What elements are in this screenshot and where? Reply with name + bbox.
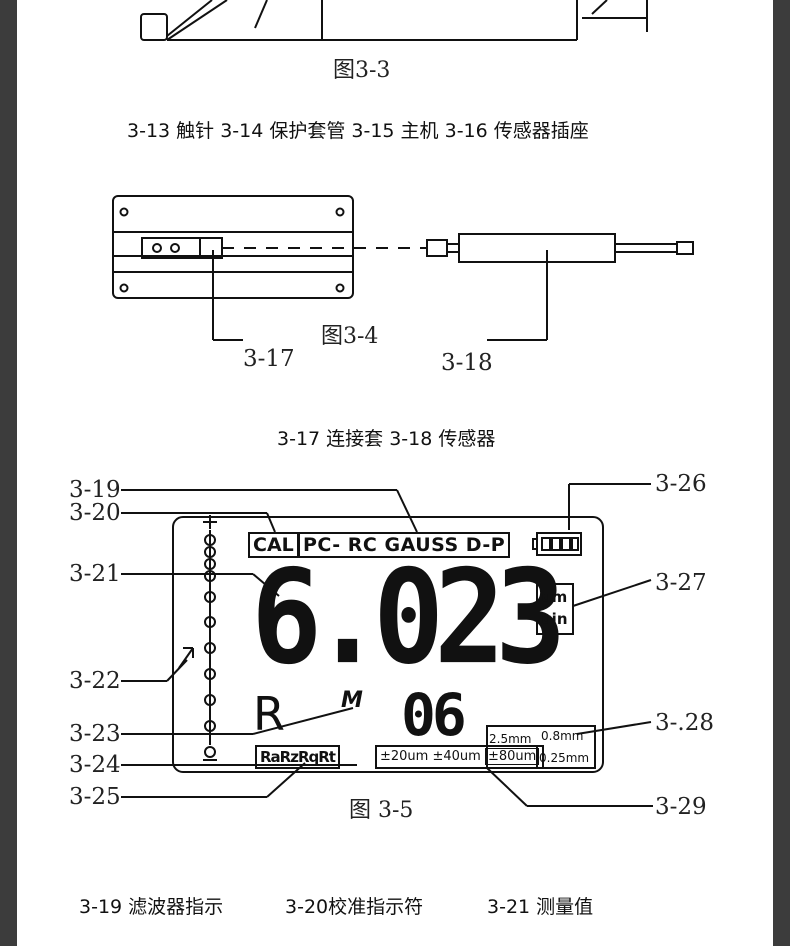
corner-screw-bl — [119, 283, 129, 293]
cutoff-2-5mm: 2.5mm — [489, 732, 532, 746]
callout-3-17: 3-17 — [243, 346, 295, 372]
manual-page: 图3-3 3-13 触针 3-14 保护套管 3-15 主机 3-16 传感器插… — [17, 0, 773, 946]
lcd-frame — [172, 516, 604, 773]
figure-3-4-drawing — [112, 195, 694, 341]
mode-letter: R — [253, 687, 285, 741]
callout-3-26: 3-26 — [655, 471, 707, 497]
legend-line-3-13-to-3-16: 3-13 触针 3-14 保护套管 3-15 主机 3-16 传感器插座 — [127, 120, 589, 142]
stylus-line — [166, 0, 213, 37]
sensor-tip — [676, 241, 694, 255]
mode-symbol: M — [341, 688, 363, 713]
range-40um: ±40um — [432, 749, 481, 764]
leader-3-28 — [576, 721, 652, 735]
unit-uin: uin — [541, 610, 568, 628]
callout-3-22: 3-22 — [69, 668, 121, 694]
leader-3-16 — [591, 0, 608, 15]
cutoff-0-8mm: 0.8mm — [541, 729, 584, 743]
leader-3-29-d — [486, 767, 528, 807]
unit-um: um — [541, 588, 568, 606]
leader-3-19-d — [396, 489, 418, 533]
filter-indicator: PC- RC GAUSS D-P — [298, 532, 511, 558]
callout-3-20: 3-20 — [69, 500, 121, 526]
figure-3-5-caption: 图 3-5 — [349, 798, 414, 823]
callout-3-28: 3-.28 — [655, 710, 714, 736]
callout-3-21: 3-21 — [69, 561, 121, 587]
callout-3-27: 3-27 — [655, 570, 707, 596]
cal-indicator: CAL — [248, 532, 299, 558]
callout-3-23: 3-23 — [69, 721, 121, 747]
measurement-count: 06 — [401, 681, 467, 749]
corner-screw-tr — [335, 207, 345, 217]
screw-left — [152, 243, 162, 253]
screw-right — [170, 243, 180, 253]
callout-3-19: 3-19 — [69, 477, 121, 503]
callout-3-25: 3-25 — [69, 784, 121, 810]
range-20um: ±20um — [380, 749, 429, 764]
leader-3-14 — [254, 0, 268, 29]
figure-3-5-drawing — [121, 483, 653, 807]
callout-3-24: 3-24 — [69, 752, 121, 778]
host-unit-outline — [112, 195, 354, 299]
unit-box — [536, 583, 574, 635]
stylus-line-2 — [166, 0, 228, 41]
battery-icon-terminal — [532, 538, 538, 550]
range-80um: ±80um — [484, 748, 540, 765]
corner-screw-br — [335, 283, 345, 293]
legend-3-20: 3-20校准指示符 — [285, 896, 424, 918]
bar-graph-dots — [204, 534, 216, 758]
leader-3-23-d — [252, 707, 354, 735]
leader-3-27 — [572, 579, 652, 607]
callout-3-18: 3-18 — [441, 350, 493, 376]
legend-3-19: 3-19 滤波器指示 — [79, 896, 224, 918]
callout-3-29: 3-29 — [655, 794, 707, 820]
sensor-body — [458, 233, 616, 263]
battery-icon-cells — [541, 537, 579, 551]
leader-3-20-d — [266, 512, 276, 533]
leader-3-22-d — [166, 659, 188, 682]
cutoff-0-25mm: 0.25mm — [539, 751, 590, 765]
figure-3-4-caption: 图3-4 — [321, 324, 379, 349]
figure-3-3-drawing — [140, 0, 648, 41]
leader-3-21-d — [252, 573, 280, 597]
parameter-indicator: RaRzRqRt — [255, 745, 340, 769]
measurement-value: 6.023 — [251, 541, 566, 693]
stylus-tip-cap — [140, 13, 168, 41]
legend-line-3-17-to-3-18: 3-17 连接套 3-18 传感器 — [277, 428, 496, 450]
range-indicator: ±20um ±40um ±80um — [375, 745, 545, 769]
legend-3-21: 3-21 测量值 — [487, 896, 594, 918]
corner-screw-tl — [119, 207, 129, 217]
figure-3-3-caption: 图3-3 — [333, 58, 391, 83]
